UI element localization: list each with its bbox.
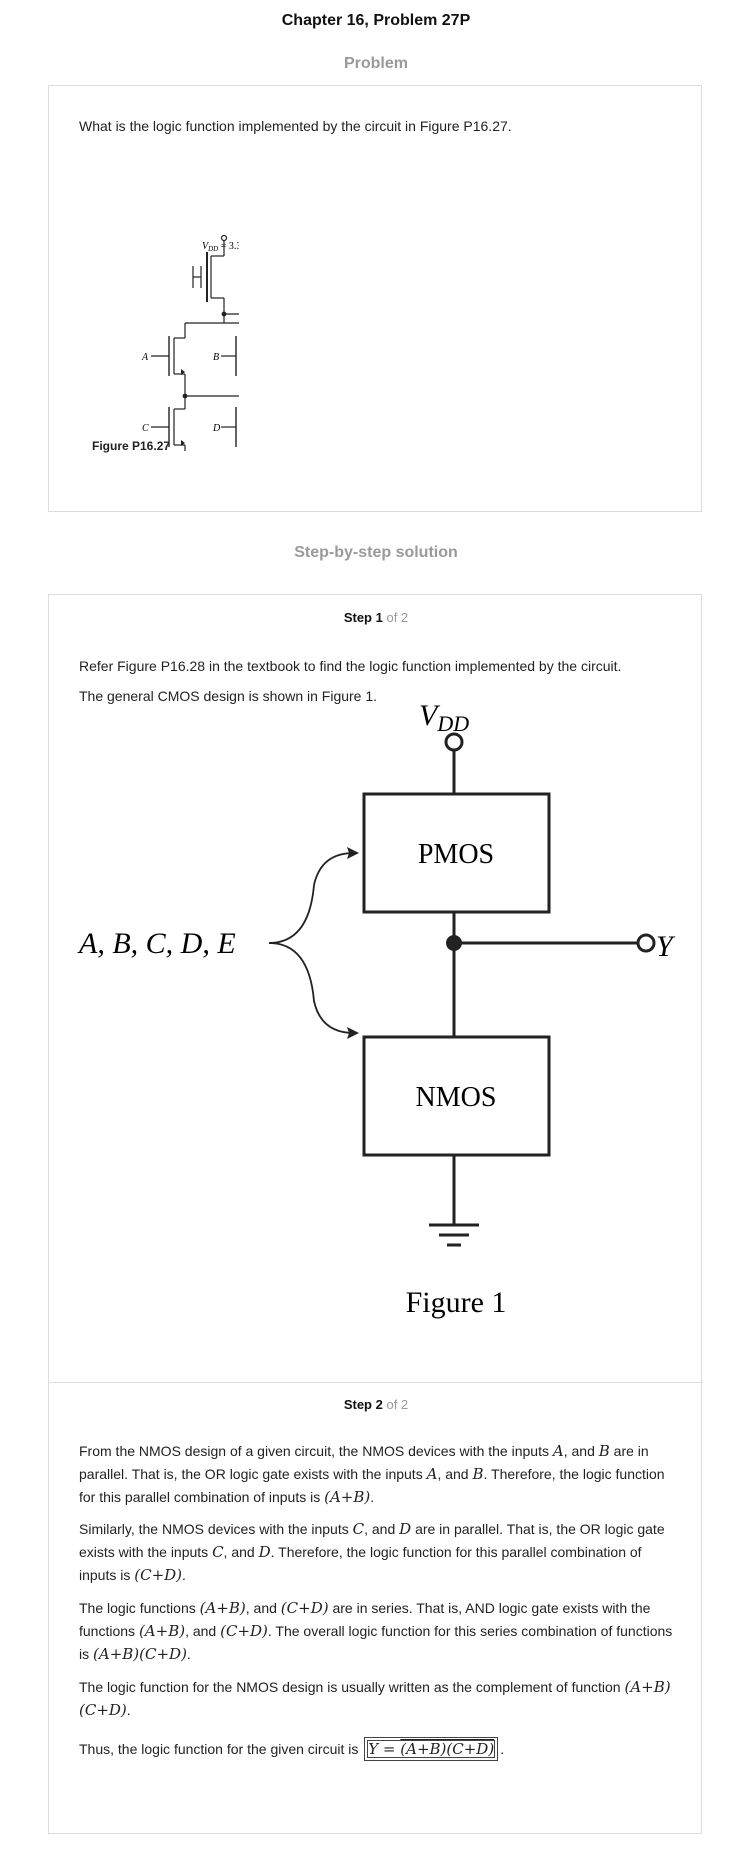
step-2-paragraph-5: Thus, the logic function for the given c…	[79, 1737, 673, 1761]
problem-question: What is the logic function implemented b…	[79, 118, 512, 134]
step-2-paragraph-2: Similarly, the NMOS devices with the inp…	[79, 1520, 665, 1584]
step-1-paragraph-1: Refer Figure P16.28 in the textbook to f…	[79, 658, 622, 674]
figure-1-vdd-label: VDD	[419, 705, 469, 736]
page-title: Chapter 16, Problem 27P	[281, 12, 471, 29]
figure-1-cmos: VDD PMOS NMOS A, B, C, D, E Y Figure 1	[77, 705, 676, 1319]
final-answer-box: Y = (A+B)(C+D)	[364, 1737, 499, 1761]
problem-heading: Problem	[343, 55, 408, 72]
input-a-label: A	[141, 352, 149, 363]
pmos-label: PMOS	[418, 839, 494, 870]
figure-1-output-label: Y	[656, 930, 676, 963]
input-c-label: C	[142, 423, 149, 434]
step-2-label: Step 2 of 2	[343, 1397, 409, 1412]
input-b-label: B	[213, 352, 219, 363]
vdd-label: VDD = 3.3 V	[202, 241, 239, 253]
solution-heading: Step-by-step solution	[294, 544, 458, 561]
figure-1-caption: Figure 1	[406, 1286, 507, 1319]
figure-caption: Figure P16.27	[92, 439, 171, 453]
step-2-paragraph-3: The logic functions (A+B), and (C+D) are…	[79, 1599, 673, 1663]
step-1-label: Step 1 of 2	[343, 610, 409, 625]
solution-card: Step 1 of 2 Refer Figure P16.28 in the t…	[48, 594, 703, 1834]
problem-card: What is the logic function implemented b…	[48, 85, 702, 512]
output-node	[446, 935, 462, 951]
step-2-paragraph-4: The logic function for the NMOS design i…	[79, 1678, 671, 1719]
step-2-paragraph-1: From the NMOS design of a given circuit,…	[79, 1442, 665, 1506]
input-d-label: D	[212, 423, 221, 434]
figure-p16-27: VDD = 3.3 V	[141, 234, 239, 451]
inputs-label: A, B, C, D, E	[77, 927, 236, 960]
nmos-block	[362, 1035, 551, 1157]
step-divider	[49, 1382, 703, 1383]
pmos-block	[362, 792, 551, 914]
step-1-paragraph-2: The general CMOS design is shown in Figu…	[79, 688, 378, 704]
nmos-label: NMOS	[416, 1082, 497, 1113]
